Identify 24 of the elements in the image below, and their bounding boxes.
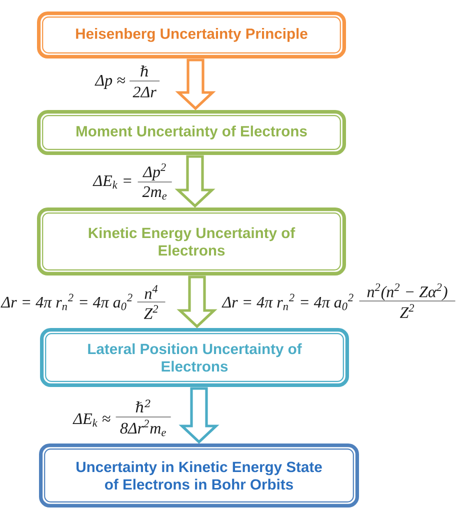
fraction-numerator: Δp$^{2}$	[142, 163, 166, 181]
fraction-numerator: n$^{4}$	[144, 285, 158, 299]
block-arrow	[178, 387, 220, 444]
fraction-numerator: n$^{2}$(n$^{2}$ − Zα$^{2}$)	[367, 283, 448, 301]
formula-text: Δp ≈	[94, 75, 126, 89]
block-arrow	[174, 155, 216, 208]
process-box: Kinetic Energy Uncertainty of Electrons	[37, 208, 346, 276]
block-arrow	[176, 276, 218, 328]
fraction-denominator: Z$^{2}$	[400, 304, 414, 318]
formula-text: ΔE$_{k}$ ≈	[72, 413, 110, 427]
process-box: Heisenberg Uncertainty Principle	[37, 12, 346, 58]
fraction-denominator: Z$^{2}$	[144, 305, 158, 319]
fraction-denominator: 2m$_{e}$	[142, 186, 167, 200]
process-box: Lateral Position Uncertainty of Electrons	[40, 328, 349, 387]
block-arrow	[175, 58, 216, 110]
fraction-denominator: 8Δr$^{2}$m$_{e}$	[120, 420, 166, 436]
process-box: Uncertainty in Kinetic Energy State of Electrons in Bohr Orbits	[39, 444, 359, 508]
fraction-numerator: ℏ	[140, 65, 148, 76]
formula-text: Δr = 4π r$_{n}$$^{2}$ = 4π a$_{0}$2	[0, 294, 132, 310]
process-box: Moment Uncertainty of Electrons	[37, 110, 346, 155]
formula-text: Δr = 4π r$_{n}$$^{2}$ = 4π a$_{0}$2	[222, 294, 354, 310]
fraction-numerator: ℏ$^{2}$	[136, 400, 150, 412]
fraction-denominator: 2Δr	[132, 86, 156, 98]
formula-text: ΔE$_{k}$ =	[92, 175, 132, 189]
